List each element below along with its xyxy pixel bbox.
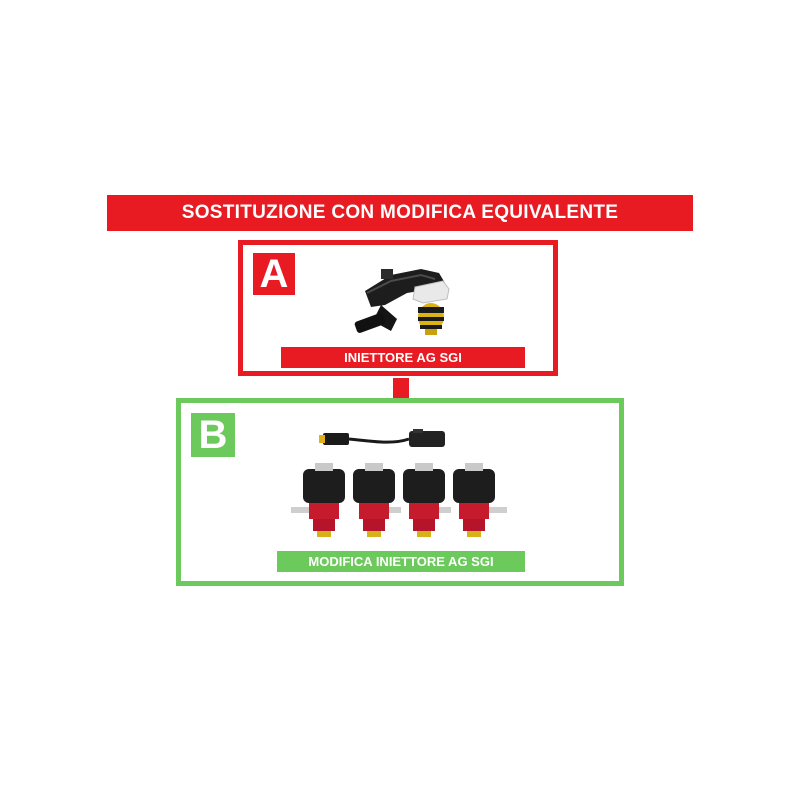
letter-b-text: B: [198, 412, 228, 457]
single-injector-photo: [354, 269, 450, 335]
injector-4: [453, 463, 507, 537]
box-b: B: [176, 398, 624, 586]
box-a: A INIETTORE AG SGI: [238, 240, 558, 376]
injector-1: [291, 463, 345, 537]
label-a: INIETTORE AG SGI: [281, 347, 525, 368]
label-b: MODIFICA INIETTORE AG SGI: [277, 551, 525, 572]
injector-2: [353, 463, 401, 537]
letter-b-badge: B: [191, 413, 235, 457]
title-banner: SOSTITUZIONE CON MODIFICA EQUIVALENTE: [107, 195, 693, 231]
letter-a-text: A: [259, 251, 289, 296]
injector-3: [403, 463, 451, 537]
label-a-text: INIETTORE AG SGI: [344, 350, 462, 365]
label-b-text: MODIFICA INIETTORE AG SGI: [308, 554, 494, 569]
title-text: SOSTITUZIONE CON MODIFICA EQUIVALENTE: [181, 202, 619, 223]
letter-a-badge: A: [253, 251, 295, 296]
injector-rail-photo: [291, 429, 507, 537]
